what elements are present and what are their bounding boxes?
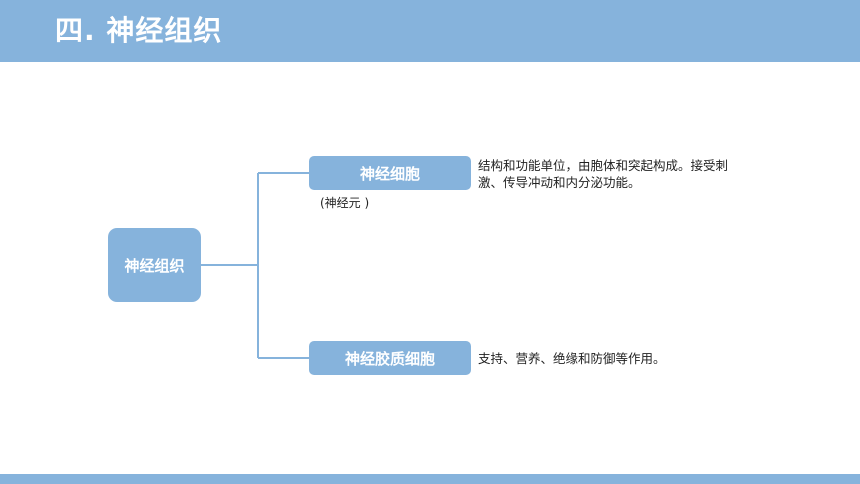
neuron-note: (神经元 ) (320, 196, 370, 210)
header-bar: 四. 神经组织 (0, 0, 860, 62)
root-node-label: 神经组织 (124, 256, 185, 275)
slide-title: 四. 神经组织 (55, 14, 223, 47)
footer-bar (0, 474, 860, 484)
child-node-neuron-label: 神经细胞 (359, 164, 420, 183)
neuron-description: 结构和功能单位，由胞体和突起构成。接受刺激、传导冲动和内分泌功能。 (478, 158, 729, 190)
root-node: 神经组织 (108, 228, 201, 302)
glial-description: 支持、营养、绝缘和防御等作用。 (478, 351, 666, 366)
child-node-glial: 神经胶质细胞 (309, 341, 471, 375)
child-node-neuron: 神经细胞 (309, 156, 471, 190)
child-node-glial-label: 神经胶质细胞 (344, 349, 435, 368)
